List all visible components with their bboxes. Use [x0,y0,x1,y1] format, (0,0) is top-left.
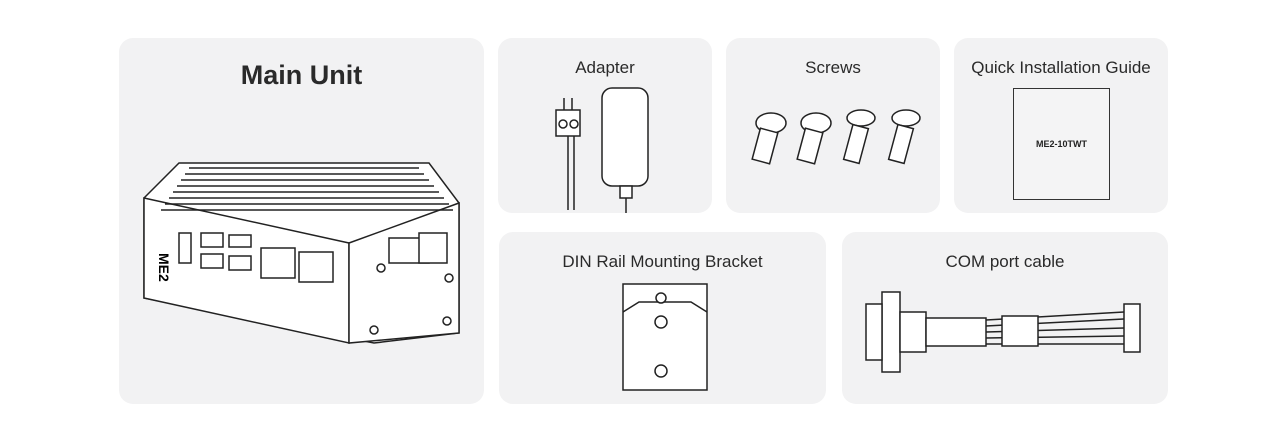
item-title: Screws [805,58,861,77]
item-title: Quick Installation Guide [971,58,1151,77]
card-main-unit: Main Unit ME2 [119,38,484,404]
card-adapter: Adapter [498,38,712,213]
card-quick-installation-guide: Quick Installation Guide ME2-10TWT [954,38,1168,213]
adapter-illustration [555,87,649,213]
item-title: Adapter [575,58,635,77]
card-screws: Screws [726,38,940,213]
card-din-rail-bracket: DIN Rail Mounting Bracket [499,232,826,404]
screws-illustration [751,109,921,165]
item-title: COM port cable [945,252,1065,271]
device-logo: ME2 [156,253,172,282]
din-bracket-illustration [622,283,708,391]
item-title: Main Unit [240,60,363,90]
com-cable-illustration [865,291,1141,373]
guide-booklet: ME2-10TWT [1013,88,1110,200]
guide-model-text: ME2-10TWT [1035,139,1087,149]
item-title: DIN Rail Mounting Bracket [562,252,763,271]
main-unit-illustration: ME2 [143,162,460,344]
card-com-port-cable: COM port cable [842,232,1168,404]
